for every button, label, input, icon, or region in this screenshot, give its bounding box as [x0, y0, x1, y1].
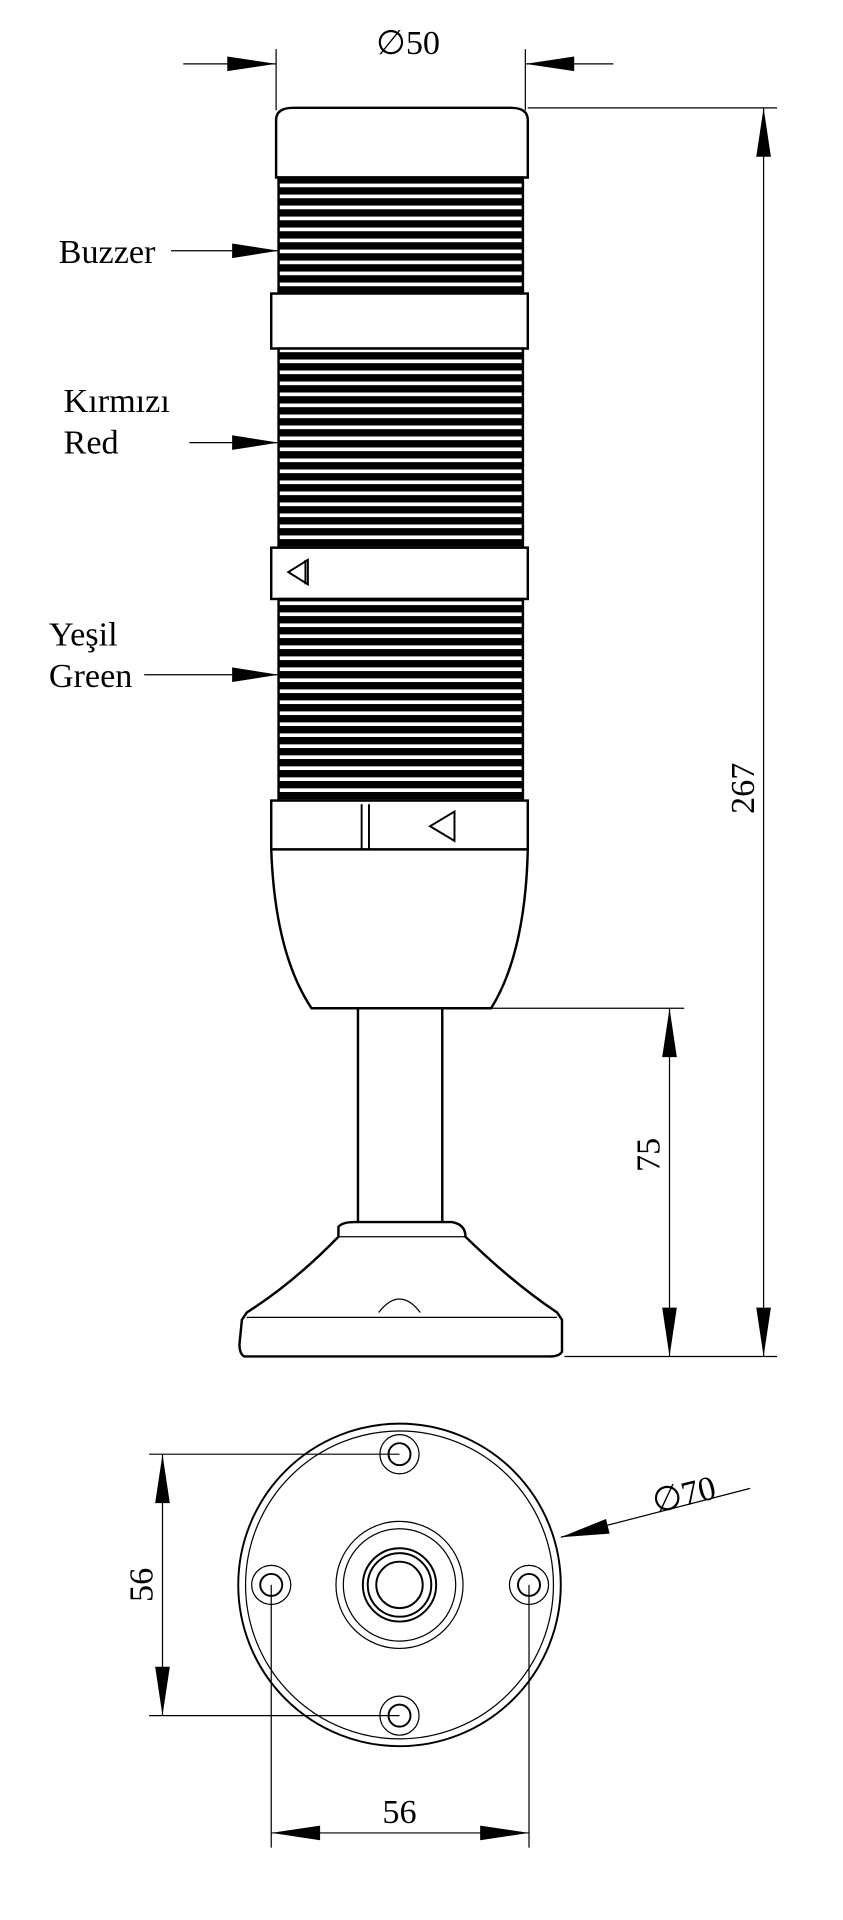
signal-tower-side-view — [238, 106, 564, 1358]
module-labels: Buzzer Kırmızı Red Yeşil Green — [49, 234, 279, 695]
pole — [356, 1007, 444, 1226]
pole-height-label: 75 — [631, 1138, 668, 1172]
ring-1 — [270, 292, 530, 350]
green-label-tr: Yeşil — [49, 616, 118, 653]
green-module — [277, 597, 525, 802]
buzzer-label: Buzzer — [59, 234, 156, 271]
base-diameter-label: ∅70 — [649, 1470, 720, 1521]
triangle-mark-icon — [286, 558, 309, 587]
height-dimensions: 75 267 — [491, 107, 778, 1358]
red-label-tr: Kırmızı — [64, 383, 170, 420]
base-housing — [269, 848, 530, 1010]
top-cap — [274, 106, 530, 179]
total-height-label: 267 — [725, 763, 762, 814]
hole-spacing-vertical-label: 56 — [124, 1568, 161, 1602]
mounting-foot — [238, 1220, 564, 1358]
base-bottom-view: 56 56 ∅70 — [124, 1422, 751, 1848]
buzzer-module — [277, 176, 525, 295]
top-diameter-dimension: ∅50 — [183, 25, 614, 111]
red-module — [277, 347, 525, 549]
hole-spacing-horizontal-label: 56 — [382, 1794, 416, 1831]
top-diameter-label: ∅50 — [376, 25, 440, 62]
ring-2 — [270, 546, 530, 601]
foot-hole — [378, 1298, 421, 1313]
triangle-mark-icon — [428, 809, 456, 843]
mounting-holes — [251, 1434, 550, 1736]
base-ring — [270, 799, 530, 851]
green-label-en: Green — [49, 658, 133, 695]
red-label-en: Red — [64, 425, 119, 462]
